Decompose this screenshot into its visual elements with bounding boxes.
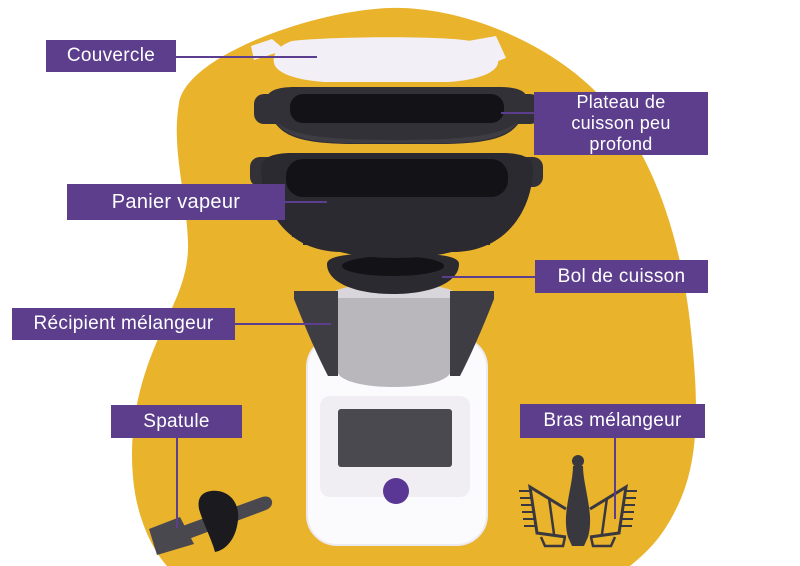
- label-panier-vapeur: Panier vapeur: [67, 184, 285, 220]
- steam-basket-opening: [286, 159, 508, 197]
- lid-left-tab: [251, 39, 285, 60]
- label-plateau-de-cuisson: Plateau de cuisson peu profond: [534, 92, 708, 155]
- label-plateau-line-2: cuisson peu: [571, 113, 671, 133]
- label-plateau-line-1: Plateau de: [576, 92, 666, 112]
- label-bol-de-cuisson: Bol de cuisson: [535, 260, 708, 293]
- label-plateau-line-3: profond: [589, 134, 653, 154]
- steam-basket-connector-line: [285, 201, 327, 203]
- steam-basket-illustration: [250, 153, 543, 252]
- cooking-bowl-illustration: [327, 253, 459, 294]
- mixing-arm-right-divider: [600, 497, 609, 535]
- mixing-container-connector-line: [235, 323, 331, 325]
- machine-base-illustration: [306, 336, 488, 546]
- spatula-connector-line: [176, 438, 178, 528]
- mixing-arm-right-fins: [620, 490, 637, 527]
- mixing-arm-right-wing: [589, 484, 628, 539]
- mixing-arm-knob: [572, 455, 584, 467]
- spatula-blade: [149, 517, 194, 555]
- lid-illustration: [251, 36, 506, 82]
- mixing-container-left-handle: [294, 291, 338, 376]
- label-couvercle-text: Couvercle: [66, 45, 156, 66]
- mixing-arm-left-divider: [547, 497, 556, 535]
- lid-body: [273, 37, 499, 82]
- label-bras-melangeur: Bras mélangeur: [520, 404, 705, 438]
- label-bol-text: Bol de cuisson: [557, 265, 686, 287]
- mixing-arm-right-foot: [589, 536, 617, 548]
- mixing-container-right-handle: [450, 291, 494, 376]
- spatula-illustration: [149, 490, 273, 555]
- spatula-head: [198, 490, 239, 552]
- shallow-tray-illustration: [254, 87, 540, 144]
- mixing-arm-left-foot: [539, 536, 567, 548]
- label-spatule: Spatule: [111, 405, 242, 438]
- lid-connector-line: [176, 56, 317, 58]
- machine-dial-button: [383, 478, 409, 504]
- label-couvercle: Couvercle: [46, 40, 176, 72]
- mixing-arm-left-fins: [519, 490, 536, 527]
- cooking-bowl-opening: [342, 256, 444, 276]
- label-bras-text: Bras mélangeur: [543, 410, 682, 431]
- mixing-arm-left-wing: [528, 484, 567, 539]
- cooking-bowl-connector-line: [442, 276, 535, 278]
- label-spatule-text: Spatule: [143, 410, 210, 432]
- shallow-tray-opening: [290, 94, 504, 123]
- label-panier-text: Panier vapeur: [111, 190, 241, 213]
- machine-screen: [338, 409, 452, 467]
- mixing-arm-connector-line: [614, 438, 616, 519]
- mixing-container-body: [332, 298, 456, 387]
- label-recipient-text: Récipient mélangeur: [33, 313, 214, 334]
- mixing-arm-spindle: [565, 466, 591, 537]
- mixing-arm-illustration: [519, 455, 637, 548]
- shallow-tray-connector-line: [501, 112, 534, 114]
- label-recipient-melangeur: Récipient mélangeur: [12, 308, 235, 340]
- mixing-arm-center-base: [568, 537, 588, 546]
